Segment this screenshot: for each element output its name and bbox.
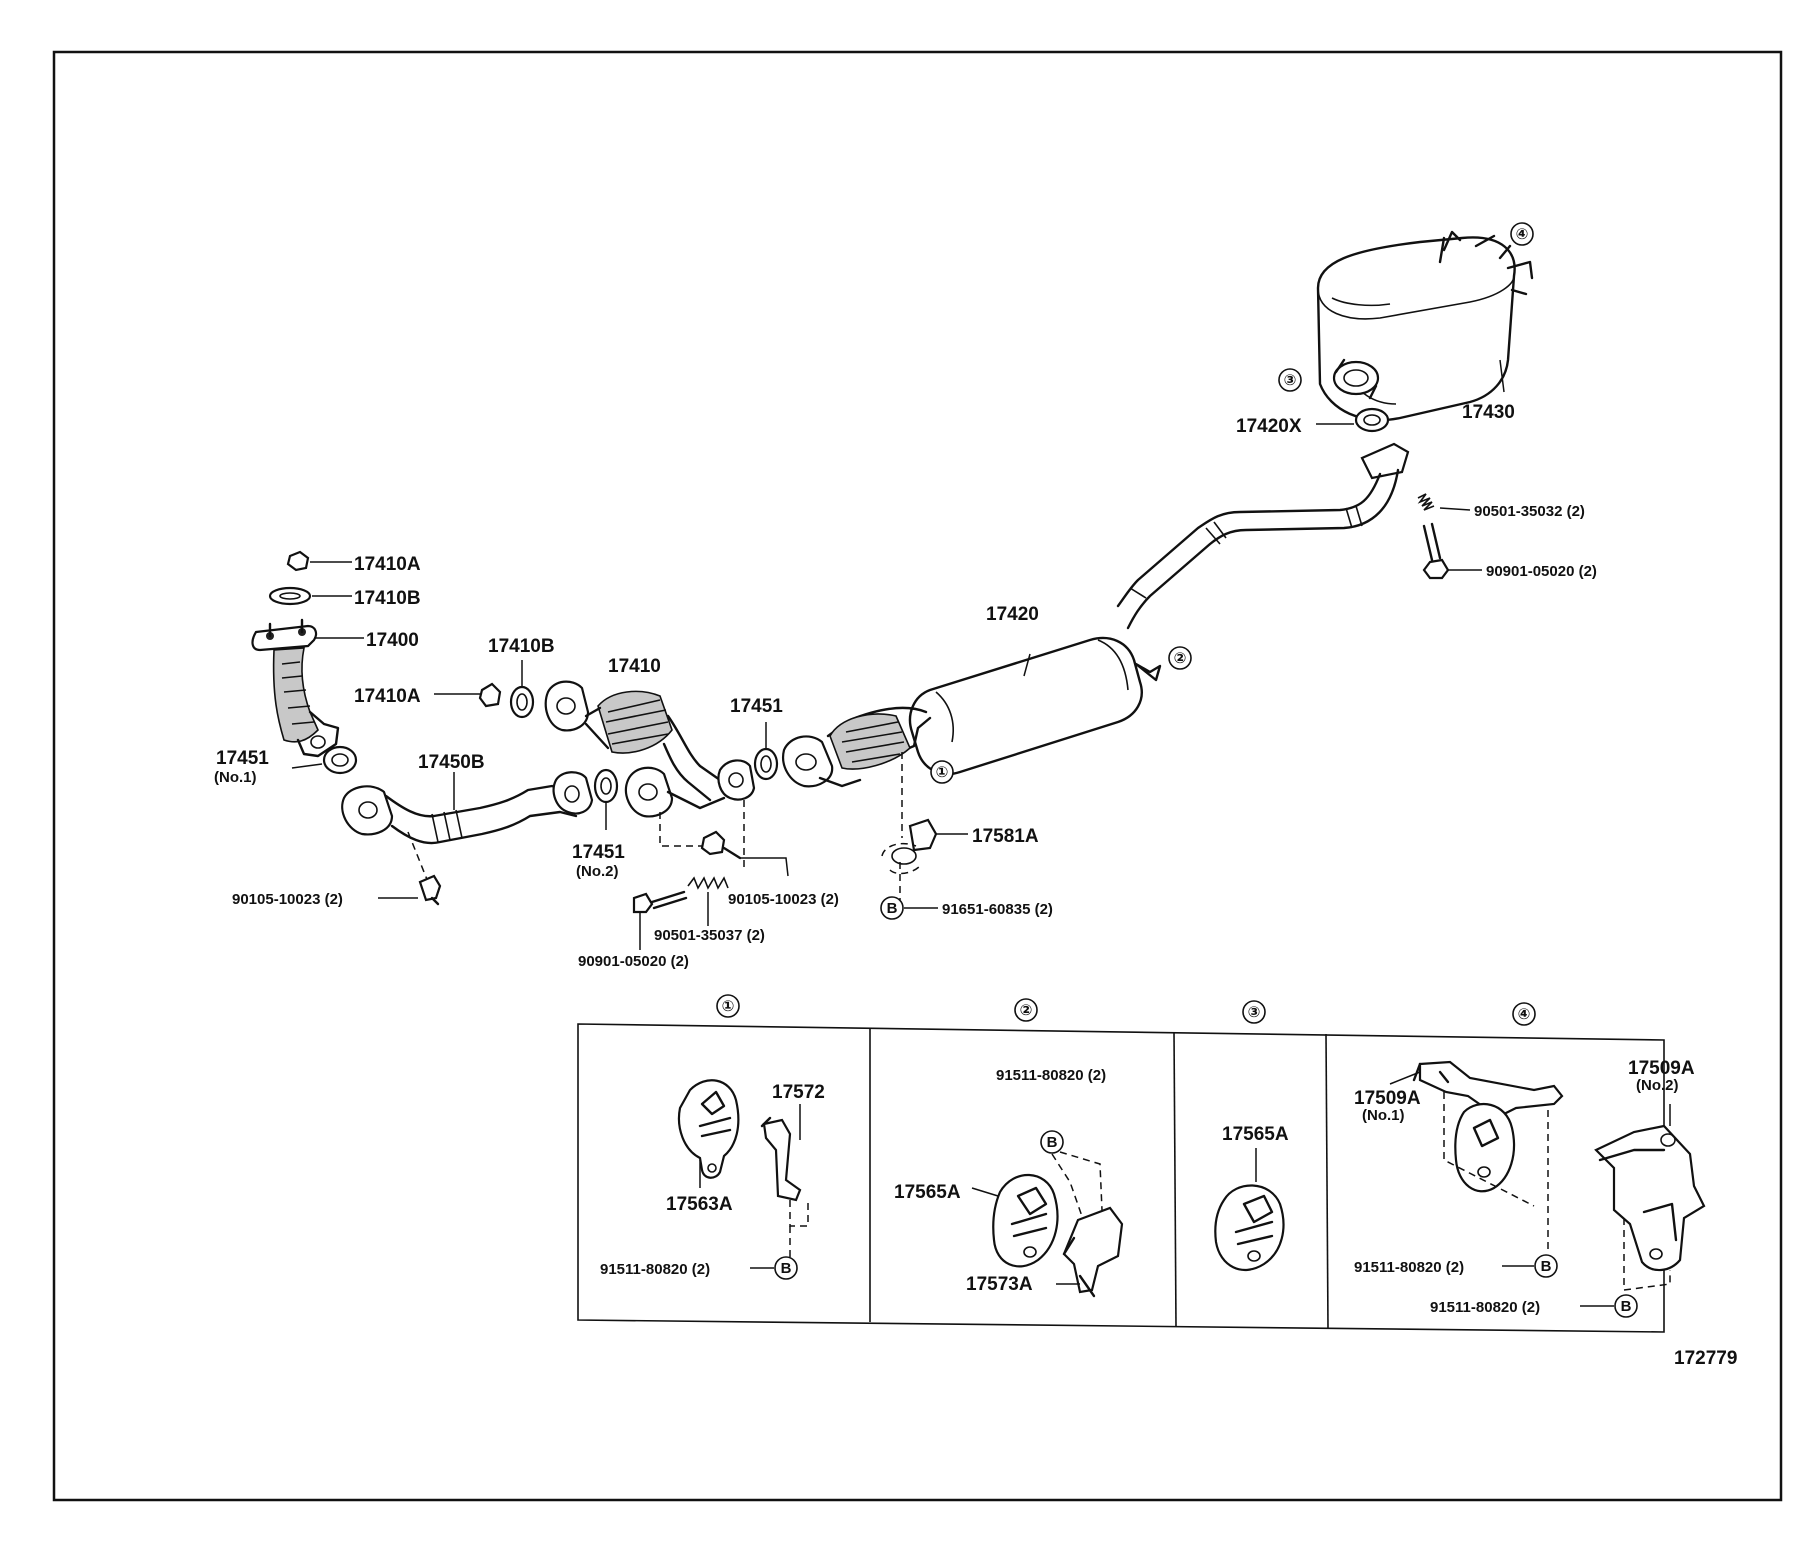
svg-text:③: ③ bbox=[1284, 372, 1297, 389]
label-p4-17509a-no2: 17509A bbox=[1628, 1058, 1695, 1079]
gasket-17410b-mid bbox=[509, 660, 535, 719]
gasket-17451-mid bbox=[753, 722, 779, 781]
label-p2-91511: 91511-80820 (2) bbox=[996, 1067, 1106, 1084]
gasket-17451-no1 bbox=[291, 745, 358, 775]
label-p4-17509a-no2-sub: (No.2) bbox=[1636, 1077, 1679, 1094]
label-17430: 17430 bbox=[1462, 402, 1515, 423]
label-17410a-mid: 17410A bbox=[354, 686, 421, 707]
washer-17410b-top bbox=[268, 586, 352, 606]
label-90501-mid: 90501-35037 (2) bbox=[654, 927, 765, 944]
label-17420: 17420 bbox=[986, 604, 1039, 625]
label-17581a: 17581A bbox=[972, 826, 1039, 847]
label-17410b-top: 17410B bbox=[354, 588, 421, 609]
spring-90501-right bbox=[1417, 493, 1471, 511]
svg-text:②: ② bbox=[1020, 1002, 1033, 1019]
diagram-frame bbox=[52, 50, 1783, 1502]
svg-text:B: B bbox=[1541, 1258, 1552, 1275]
callout-1-main: ① bbox=[930, 760, 954, 784]
label-17420x: 17420X bbox=[1236, 416, 1302, 437]
label-90901-mid: 90901-05020 (2) bbox=[578, 953, 689, 970]
label-17451-mid: 17451 bbox=[730, 696, 783, 717]
callout-4-main: ④ bbox=[1510, 222, 1534, 246]
panel-3-parts bbox=[1214, 1148, 1285, 1271]
label-17400: 17400 bbox=[366, 630, 419, 651]
panel-header-2: ② bbox=[1014, 998, 1038, 1022]
label-17451-no1-sub: (No.1) bbox=[214, 769, 257, 786]
bolt-90901-mid bbox=[632, 890, 688, 950]
svg-text:④: ④ bbox=[1516, 226, 1529, 243]
callout-3-main: ③ bbox=[1278, 368, 1302, 392]
label-90501-right: 90501-35032 (2) bbox=[1474, 503, 1585, 520]
exhaust-manifold-17400 bbox=[251, 618, 364, 758]
panel-header-1: ① bbox=[716, 994, 740, 1018]
label-90901-right: 90901-05020 (2) bbox=[1486, 563, 1597, 580]
svg-text:①: ① bbox=[936, 764, 949, 781]
svg-text:B: B bbox=[781, 1260, 792, 1277]
label-p3-17565a: 17565A bbox=[1222, 1124, 1289, 1145]
gasket-17420x bbox=[1316, 407, 1390, 433]
label-p4-91511-a: 91511-80820 (2) bbox=[1354, 1259, 1464, 1276]
label-17410: 17410 bbox=[608, 656, 661, 677]
label-p4-17509a-no1: 17509A bbox=[1354, 1088, 1421, 1109]
catalytic-converter-middle bbox=[782, 706, 932, 838]
spring-90501-mid bbox=[687, 876, 729, 926]
svg-text:④: ④ bbox=[1518, 1006, 1531, 1023]
label-90105-mid: 90105-10023 (2) bbox=[728, 891, 839, 908]
bolt-90105-left bbox=[378, 874, 442, 906]
label-p2-17573a: 17573A bbox=[966, 1274, 1033, 1295]
label-17451-no1: 17451 bbox=[216, 748, 269, 769]
label-90105-left: 90105-10023 (2) bbox=[232, 891, 343, 908]
label-17450b: 17450B bbox=[418, 752, 485, 773]
label-17451-no2-sub: (No.2) bbox=[576, 863, 619, 880]
label-p1-17572: 17572 bbox=[772, 1082, 825, 1103]
front-pipe-17410 bbox=[544, 680, 756, 872]
front-pipe-17450b bbox=[341, 771, 594, 883]
callout-2-main: ② bbox=[1168, 646, 1192, 670]
bolt-90901-right bbox=[1422, 522, 1482, 580]
nut-17410a-top bbox=[286, 550, 352, 572]
label-p1-17563a: 17563A bbox=[666, 1194, 733, 1215]
label-p4-91511-b: 91511-80820 (2) bbox=[1430, 1299, 1540, 1316]
label-17451-no2: 17451 bbox=[572, 842, 625, 863]
label-p4-17509a-no1-sub: (No.1) bbox=[1362, 1107, 1405, 1124]
sensor-17581a bbox=[881, 818, 968, 900]
gasket-17451-no2 bbox=[593, 768, 619, 830]
label-p1-91511: 91511-80820 (2) bbox=[600, 1261, 710, 1278]
label-17410a-top: 17410A bbox=[354, 554, 421, 575]
panel-2-parts: B bbox=[971, 1130, 1124, 1298]
panel-4-parts: B B bbox=[1389, 1060, 1706, 1318]
label-17410b-mid: 17410B bbox=[488, 636, 555, 657]
svg-text:②: ② bbox=[1174, 650, 1187, 667]
ref-marker-b-91651: B bbox=[880, 896, 938, 920]
nut-17410a-mid bbox=[434, 682, 502, 708]
label-p2-17565a: 17565A bbox=[894, 1182, 961, 1203]
ref-letter: B bbox=[887, 900, 898, 917]
svg-text:①: ① bbox=[722, 998, 735, 1015]
panel-1-parts: B bbox=[677, 1079, 809, 1280]
svg-text:B: B bbox=[1621, 1298, 1632, 1315]
center-pipe-17420 bbox=[908, 442, 1410, 776]
label-91651: 91651-60835 (2) bbox=[942, 901, 1053, 918]
bolt-90105-mid bbox=[700, 830, 789, 877]
figure-number: 172779 bbox=[1674, 1348, 1737, 1369]
svg-text:③: ③ bbox=[1248, 1004, 1261, 1021]
detail-panels-box bbox=[577, 1023, 1665, 1333]
panel-header-4: ④ bbox=[1512, 1002, 1536, 1026]
panel-header-3: ③ bbox=[1242, 1000, 1266, 1024]
svg-text:B: B bbox=[1047, 1134, 1058, 1151]
muffler-17430 bbox=[1316, 230, 1534, 422]
